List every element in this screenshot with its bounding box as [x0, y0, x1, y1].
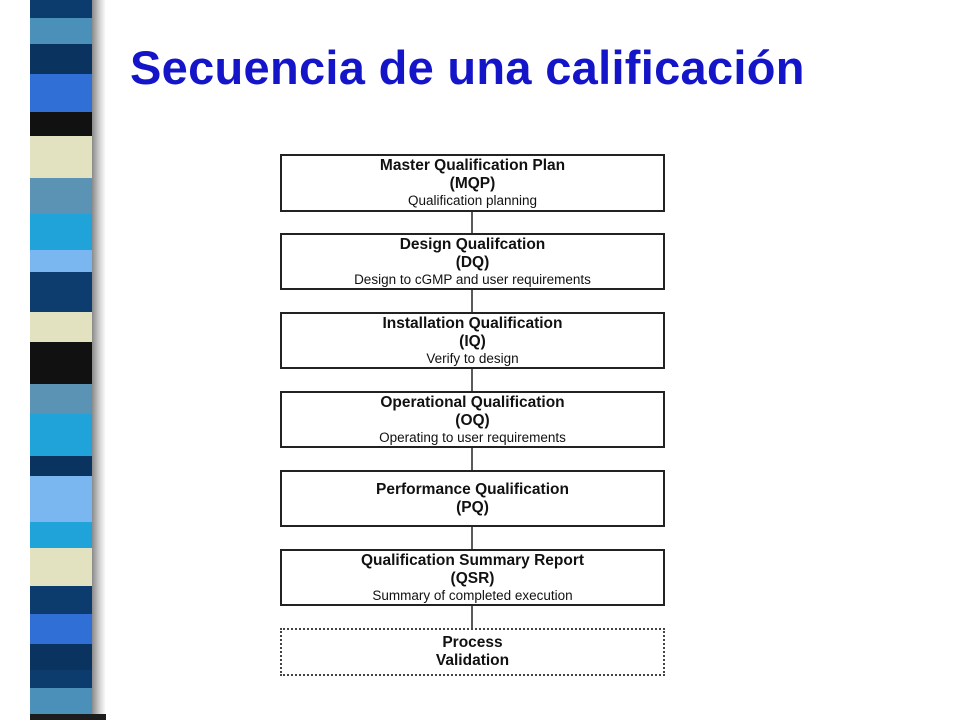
stripe-foot: [30, 714, 106, 720]
stripe-segment: [30, 644, 92, 670]
step-desc: Summary of completed execution: [372, 587, 573, 603]
stripe-segment: [30, 214, 92, 250]
flow-step-iq: Installation Qualification (IQ) Verify t…: [280, 312, 665, 369]
step-desc: Operating to user requirements: [379, 429, 566, 445]
step-abbr: (OQ): [455, 411, 490, 429]
step-abbr: Validation: [435, 652, 510, 669]
flow-step-qsr: Qualification Summary Report (QSR) Summa…: [280, 549, 665, 606]
stripe-segment: [30, 548, 92, 586]
stripe-segment: [30, 614, 92, 644]
stripe-segment: [30, 342, 92, 384]
flow-step-oq: Operational Qualification (OQ) Operating…: [280, 391, 665, 448]
decorative-stripe: [30, 0, 92, 720]
step-name: Performance Qualification: [376, 480, 569, 498]
stripe-segment: [30, 586, 92, 614]
flow-step-pq: Performance Qualification (PQ): [280, 470, 665, 527]
step-name: Installation Qualification: [382, 314, 563, 332]
step-name: Qualification Summary Report: [360, 551, 585, 569]
step-name: Master Qualification Plan: [379, 157, 566, 174]
step-name: Operational Qualification: [380, 393, 565, 411]
step-name: Process: [442, 634, 503, 651]
flow-step-dq: Design Qualifcation (DQ) Design to cGMP …: [280, 233, 665, 290]
stripe-segment: [30, 476, 92, 522]
slide-title: Secuencia de una calificación: [130, 41, 805, 94]
step-abbr: (DQ): [455, 253, 490, 271]
stripe-segment: [30, 312, 92, 342]
stripe-segment: [30, 112, 92, 136]
stripe-segment: [30, 0, 92, 18]
stripe-segment: [30, 250, 92, 272]
step-abbr: (QSR): [450, 569, 495, 587]
step-abbr: (IQ): [459, 332, 486, 350]
step-abbr: (PQ): [456, 498, 489, 516]
stripe-segment: [30, 456, 92, 476]
step-desc: Qualification planning: [407, 193, 538, 208]
step-desc: Design to cGMP and user requirements: [354, 271, 591, 287]
stripe-segment: [30, 74, 92, 112]
flow-step-mqp: Master Qualification Plan (MQP) Qualific…: [280, 154, 665, 212]
stripe-shadow: [92, 0, 106, 720]
stripe-segment: [30, 136, 92, 178]
step-desc: Verify to design: [426, 350, 519, 366]
stripe-segment: [30, 670, 92, 688]
step-name: Design Qualifcation: [399, 235, 546, 253]
step-abbr: (MQP): [449, 175, 496, 192]
flow-step-process-validation: Process Validation: [280, 628, 665, 676]
stripe-segment: [30, 522, 92, 548]
stripe-segment: [30, 384, 92, 414]
stripe-segment: [30, 18, 92, 44]
stripe-segment: [30, 272, 92, 312]
stripe-segment: [30, 688, 92, 714]
stripe-segment: [30, 414, 92, 456]
stripe-segment: [30, 178, 92, 214]
stripe-segment: [30, 44, 92, 74]
